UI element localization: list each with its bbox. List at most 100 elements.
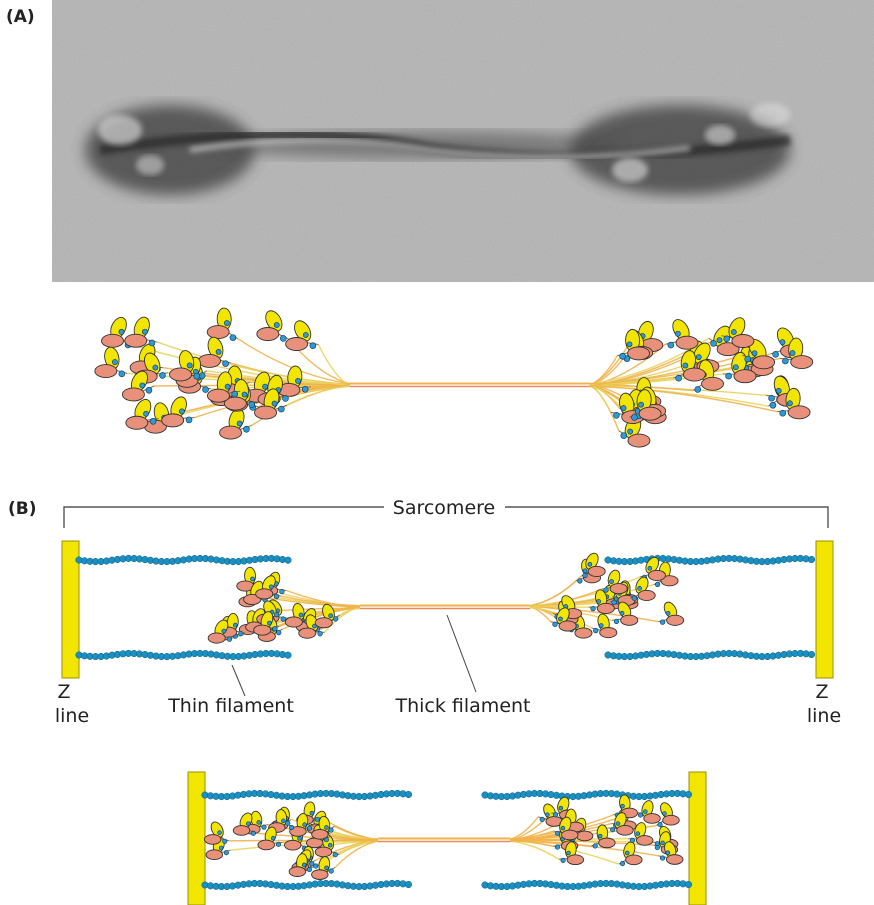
myosin-filament-image bbox=[85, 103, 791, 195]
myosin-head bbox=[285, 320, 319, 351]
myosin-head bbox=[665, 319, 699, 350]
myosin-tail bbox=[529, 575, 582, 607]
myosin-head bbox=[268, 809, 292, 833]
myosin-head bbox=[161, 396, 195, 428]
myosin-head bbox=[314, 603, 340, 629]
actin-filament bbox=[201, 789, 413, 801]
z-line-right-label-2: line bbox=[807, 705, 841, 727]
z-line-right bbox=[815, 540, 834, 679]
myosin-head bbox=[553, 816, 579, 841]
myosin-tail bbox=[280, 595, 361, 607]
sarcomere-label: Sarcomere bbox=[393, 497, 495, 519]
myosin-head bbox=[219, 408, 252, 440]
myosin-head bbox=[223, 379, 258, 411]
actin-filament bbox=[481, 789, 693, 801]
myosin-head bbox=[613, 794, 639, 819]
panel-label-a: (A) bbox=[6, 7, 35, 27]
relaxed-sarcomere bbox=[61, 540, 834, 679]
myosin-head bbox=[618, 841, 643, 867]
myosin-tail bbox=[529, 576, 641, 607]
thick-filament-schematic-a bbox=[94, 307, 814, 448]
sarcomere-bracket: Sarcomere bbox=[63, 497, 829, 528]
thin-filaments-contracted bbox=[201, 789, 693, 891]
myosin-tail bbox=[334, 840, 379, 869]
panel-label-b: (B) bbox=[8, 499, 37, 519]
contracted-sarcomere bbox=[187, 771, 707, 905]
myosin-head bbox=[243, 580, 270, 605]
myosin-head bbox=[550, 607, 577, 632]
myosin-head bbox=[125, 398, 159, 430]
myosin-head bbox=[721, 317, 755, 348]
myosin-head bbox=[314, 833, 340, 858]
z-line-left bbox=[61, 540, 80, 679]
myosin-head bbox=[232, 812, 258, 836]
myosin-head bbox=[558, 841, 585, 866]
myosin-tail bbox=[269, 597, 361, 608]
thin-filament-label: Thin filament bbox=[167, 695, 294, 717]
myosin-tail bbox=[509, 840, 560, 860]
myosin-head bbox=[636, 800, 661, 824]
myosin-head bbox=[617, 328, 651, 361]
myosin-head bbox=[777, 387, 811, 420]
myosin-heads-contracted bbox=[203, 794, 684, 880]
thick-filament-label: Thick filament bbox=[395, 695, 531, 717]
z-line-right-label-1: Z bbox=[815, 681, 828, 703]
myosin-head bbox=[591, 824, 616, 849]
myosin-head bbox=[198, 336, 232, 368]
myosin-head bbox=[601, 569, 628, 595]
myosin-tail bbox=[317, 344, 351, 387]
myosin-head bbox=[256, 310, 289, 342]
myosin-head bbox=[658, 841, 684, 865]
myosin-head bbox=[608, 812, 634, 836]
myosin-head bbox=[640, 556, 666, 581]
myosin-head bbox=[94, 346, 128, 379]
myosin-heads bbox=[207, 552, 685, 644]
myosin-head bbox=[169, 350, 203, 382]
myosin-head bbox=[236, 566, 263, 592]
actin-filament bbox=[201, 879, 413, 891]
actin-filament bbox=[75, 649, 292, 661]
myosin-head bbox=[628, 389, 662, 421]
myosin-head bbox=[311, 815, 335, 840]
myosin-heads bbox=[94, 307, 814, 448]
myosin-tail bbox=[339, 607, 361, 616]
myosin-head bbox=[124, 316, 158, 348]
myosin-head bbox=[628, 822, 654, 846]
myosin-head bbox=[658, 601, 685, 626]
myosin-tail bbox=[157, 341, 351, 386]
myosin-head bbox=[254, 388, 287, 420]
myosin-tail bbox=[509, 840, 659, 857]
myosin-head bbox=[289, 813, 314, 837]
myosin-head bbox=[722, 351, 757, 384]
z-line-left-label-2: line bbox=[55, 705, 89, 727]
myosin-head bbox=[253, 611, 280, 636]
electron-micrograph bbox=[52, 0, 874, 282]
myosin-head bbox=[207, 619, 234, 644]
myosin-head bbox=[206, 307, 238, 341]
actin-filament bbox=[75, 554, 292, 566]
myosin-tail bbox=[589, 385, 778, 413]
myosin-head bbox=[207, 371, 241, 403]
myosin-head bbox=[298, 614, 325, 639]
myosin-head bbox=[779, 337, 814, 369]
annotation-leaders bbox=[231, 614, 477, 697]
myosin-head bbox=[656, 802, 680, 828]
myosin-head bbox=[203, 821, 229, 845]
actin-filament bbox=[604, 554, 816, 566]
myosin-tail bbox=[286, 385, 351, 406]
z-line-left-label-1: Z bbox=[57, 681, 70, 703]
myosin-head bbox=[580, 552, 606, 579]
myosin-head bbox=[121, 370, 155, 402]
myosin-head bbox=[591, 613, 618, 639]
myosin-head bbox=[255, 575, 281, 600]
myosin-head bbox=[257, 826, 283, 851]
myosin-head bbox=[673, 350, 706, 382]
thin-filaments bbox=[75, 554, 816, 661]
actin-filament bbox=[481, 879, 693, 891]
myosin-head bbox=[311, 856, 336, 880]
myosin-head bbox=[630, 576, 656, 601]
myosin-tail bbox=[529, 605, 659, 623]
actin-filament bbox=[604, 649, 816, 661]
myosin-head bbox=[588, 589, 615, 614]
